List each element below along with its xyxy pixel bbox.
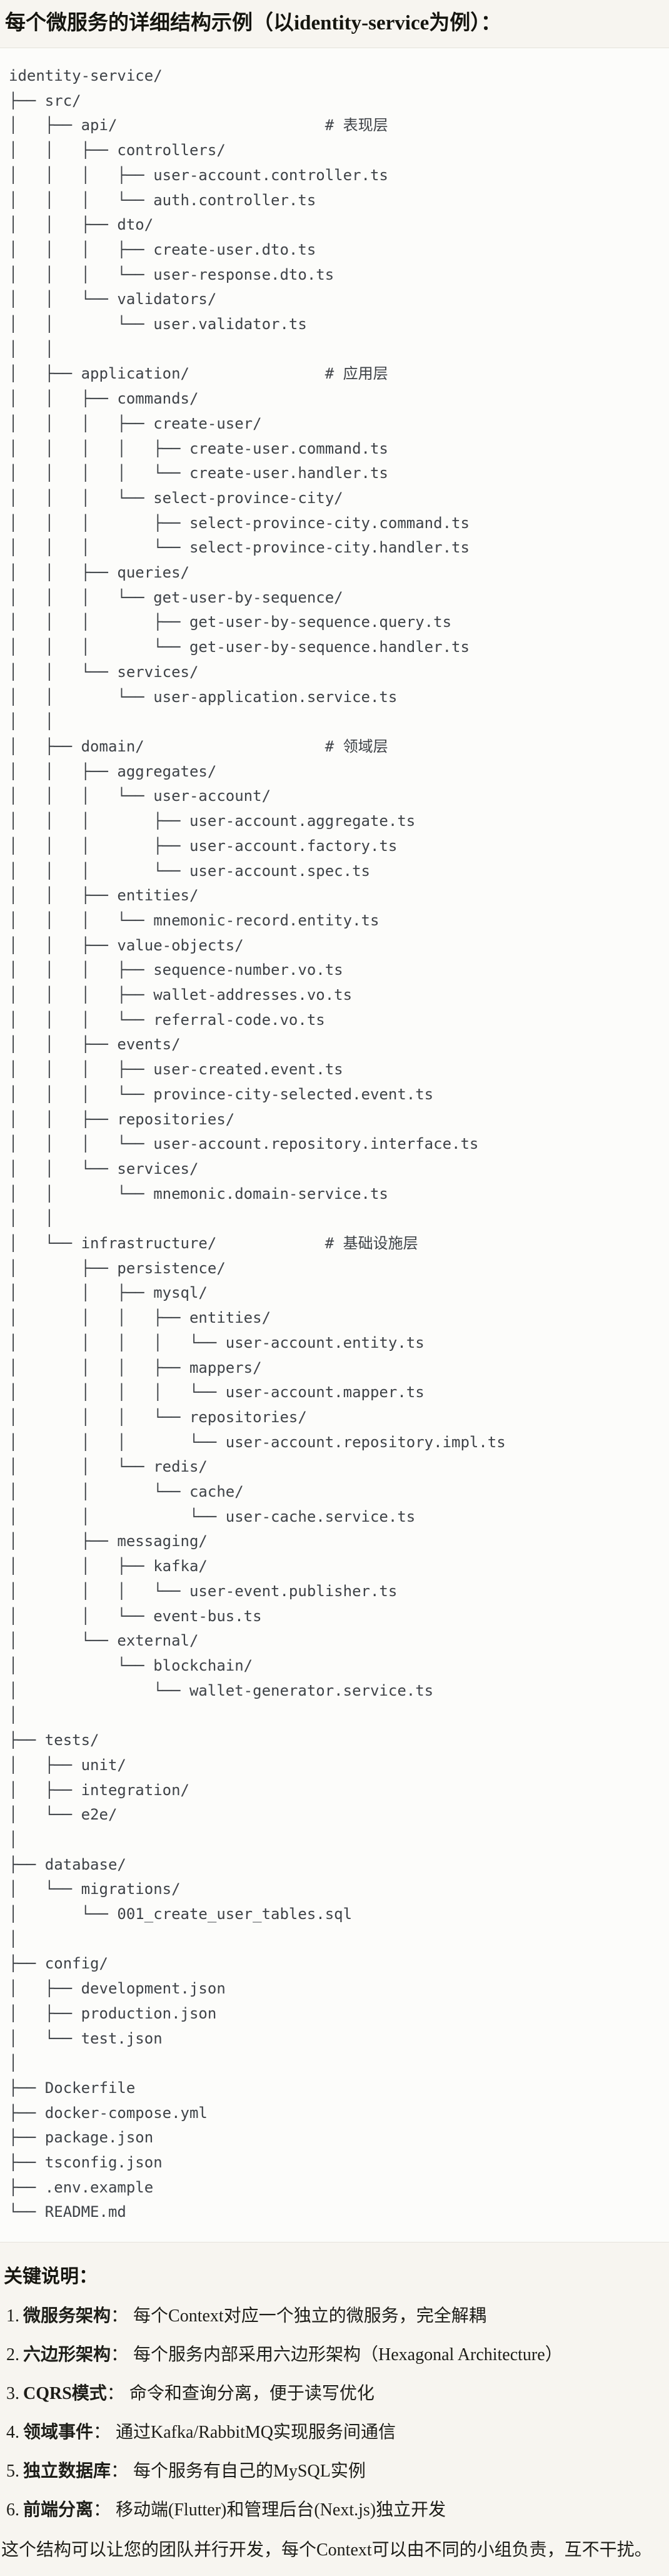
note-number: 4.	[6, 2423, 19, 2443]
note-label: 独立数据库	[23, 2461, 111, 2482]
note-number: 3.	[6, 2384, 19, 2404]
note-item-4: 4.领域事件：通过Kafka/RabbitMQ实现服务间通信	[6, 2421, 664, 2444]
note-label: 微服务架构	[23, 2306, 111, 2326]
note-number: 5.	[6, 2461, 19, 2482]
note-number: 2.	[6, 2345, 19, 2365]
note-label: CQRS模式	[23, 2384, 107, 2404]
note-text: 通过Kafka/RabbitMQ实现服务间通信	[116, 2423, 396, 2443]
note-colon: ：	[111, 2461, 129, 2482]
note-label: 六边形架构	[23, 2345, 111, 2365]
note-number: 6.	[6, 2500, 19, 2520]
note-text: 每个服务有自己的MySQL实例	[133, 2461, 366, 2482]
note-label: 前端分离	[23, 2500, 94, 2520]
notes-heading: 关键说明：	[4, 2266, 98, 2288]
note-text: 命令和查询分离，便于读写优化	[129, 2384, 375, 2404]
note-label: 领域事件	[23, 2423, 94, 2443]
note-colon: ：	[111, 2306, 129, 2326]
note-colon: ：	[93, 2423, 111, 2443]
note-text: 每个服务内部采用六边形架构（Hexagonal Architecture）	[133, 2345, 563, 2365]
closing-paragraph: 这个结构可以让您的团队并行开发，每个Context可以由不同的小组负责，互不干扰…	[1, 2540, 652, 2560]
note-item-3: 3.CQRS模式：命令和查询分离，便于读写优化	[6, 2383, 664, 2405]
note-text: 移动端(Flutter)和管理后台(Next.js)独立开发	[116, 2500, 446, 2520]
note-item-6: 6.前端分离：移动端(Flutter)和管理后台(Next.js)独立开发	[6, 2499, 664, 2522]
page-title: 每个微服务的详细结构示例（以identity-service为例）：	[5, 12, 501, 34]
note-colon: ：	[106, 2384, 124, 2404]
note-colon: ：	[111, 2345, 129, 2365]
notes-list: 1.微服务架构：每个Context对应一个独立的微服务，完全解耦 2.六边形架构…	[0, 2305, 669, 2522]
note-number: 1.	[6, 2306, 19, 2326]
note-item-2: 2.六边形架构：每个服务内部采用六边形架构（Hexagonal Architec…	[6, 2344, 664, 2366]
note-colon: ：	[93, 2500, 111, 2520]
directory-tree-code-block: identity-service/ ├── src/ │ ├── api/ # …	[0, 48, 669, 2243]
note-item-1: 1.微服务架构：每个Context对应一个独立的微服务，完全解耦	[6, 2305, 664, 2328]
note-item-5: 5.独立数据库：每个服务有自己的MySQL实例	[6, 2460, 664, 2483]
note-text: 每个Context对应一个独立的微服务，完全解耦	[133, 2306, 486, 2326]
directory-tree-text: identity-service/ ├── src/ │ ├── api/ # …	[9, 67, 506, 2221]
